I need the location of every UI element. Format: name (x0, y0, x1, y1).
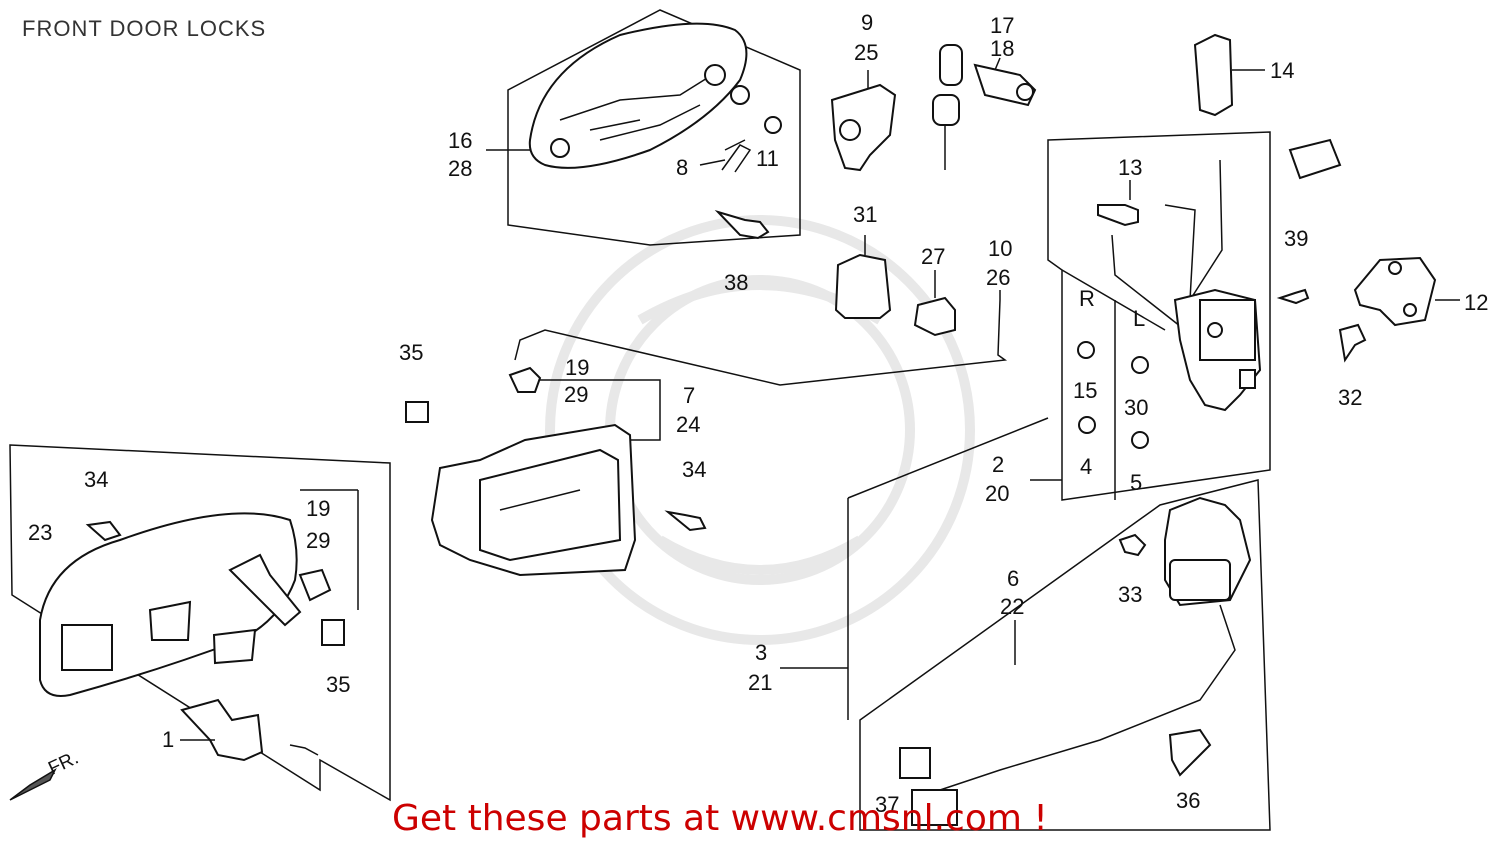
clip-27-part (913, 296, 956, 337)
callout-19-lower: 19 (306, 496, 330, 521)
small-block-part (1288, 138, 1342, 180)
callout-labels: 1 2 20 3 21 4 5 6 22 7 24 8 9 25 10 26 1… (28, 10, 1488, 817)
bolt-part (1276, 288, 1310, 305)
callout-35-lower: 35 (326, 672, 350, 697)
callout-5: 5 (1130, 470, 1142, 495)
lock-assembly-group (1047, 131, 1271, 501)
callout-8: 8 (676, 155, 688, 180)
callout-9: 9 (861, 10, 873, 35)
callout-19-upper: 19 (565, 355, 589, 380)
callout-10: 10 (988, 236, 1012, 261)
outer-handle-lower-group (9, 444, 391, 802)
callout-18: 18 (990, 36, 1014, 61)
callout-28: 28 (448, 156, 472, 181)
callout-14: 14 (1270, 58, 1294, 83)
callout-30: 30 (1124, 395, 1148, 420)
latch-cover-part (1193, 33, 1234, 117)
callout-7: 7 (683, 383, 695, 408)
callout-33: 33 (1118, 582, 1142, 607)
callout-36: 36 (1176, 788, 1200, 813)
callout-32: 32 (1338, 385, 1362, 410)
callout-38: 38 (724, 270, 748, 295)
callout-15: 15 (1073, 378, 1097, 403)
screw-part (1097, 204, 1139, 227)
callout-31: 31 (853, 202, 877, 227)
lock-rod-part (514, 290, 1008, 386)
side-label-left: L (1133, 306, 1145, 331)
callout-24: 24 (676, 412, 700, 437)
clip-19-upper-part (508, 366, 542, 393)
callout-37: 37 (875, 792, 899, 817)
bolt-38-part (714, 209, 770, 240)
screw-33-part (1118, 533, 1147, 557)
callout-11: 11 (756, 146, 779, 171)
outside-handle-group (486, 9, 801, 246)
actuator-group (859, 479, 1271, 831)
callout-29-upper: 29 (564, 382, 588, 407)
callout-29-lower: 29 (306, 528, 330, 553)
callout-35-upper: 35 (399, 340, 423, 365)
diagram-title: FRONT DOOR LOCKS (22, 16, 267, 41)
callout-26: 26 (986, 265, 1010, 290)
key-cylinder-part (932, 44, 1037, 170)
clip-part (721, 139, 752, 173)
clip-35-upper-part (405, 401, 429, 423)
callout-13: 13 (1118, 155, 1142, 180)
callout-20: 20 (985, 481, 1009, 506)
callout-17: 17 (990, 13, 1014, 38)
callout-39: 39 (1284, 226, 1308, 251)
callout-16: 16 (448, 128, 472, 153)
cap-31-part (834, 253, 892, 319)
screw-32-part (1338, 323, 1367, 363)
side-label-right: R (1079, 286, 1095, 311)
callout-6: 6 (1007, 566, 1019, 591)
callout-22: 22 (1000, 594, 1024, 619)
inside-handle-part (430, 423, 637, 577)
callout-34-lower: 34 (84, 467, 108, 492)
nut-part (764, 116, 782, 134)
footer-banner: Get these parts at www.cmsnl.com ! (392, 798, 1048, 839)
callout-1: 1 (162, 727, 174, 752)
callout-2: 2 (992, 452, 1004, 477)
callout-23: 23 (28, 520, 52, 545)
screw-34-middle-part (664, 510, 707, 532)
mid-box-line (847, 417, 1049, 499)
callout-4: 4 (1080, 454, 1092, 479)
callout-27: 27 (921, 244, 945, 269)
callout-25: 25 (854, 40, 878, 65)
callout-21: 21 (748, 670, 772, 695)
front-direction-arrow (9, 768, 57, 801)
callout-12: 12 (1464, 290, 1488, 315)
callout-34-middle: 34 (682, 457, 706, 482)
callout-3: 3 (755, 640, 767, 665)
cylinder-cover-part (830, 83, 897, 172)
